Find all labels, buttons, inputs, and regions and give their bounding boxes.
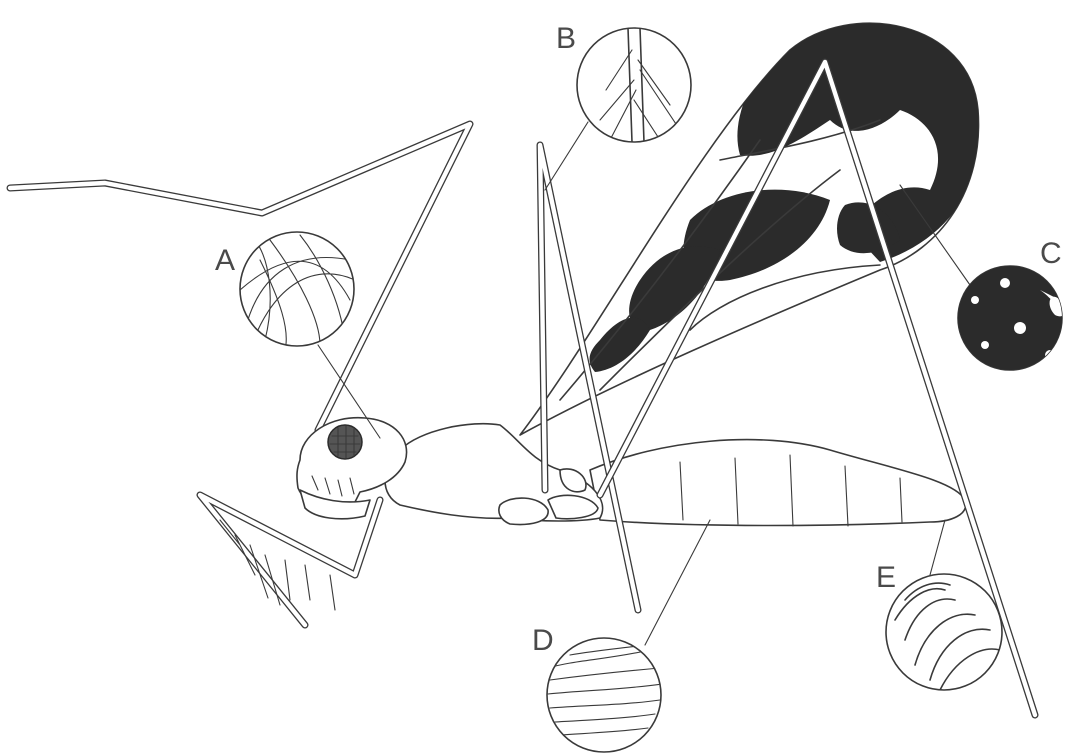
head xyxy=(297,418,407,519)
callout-c xyxy=(955,265,1065,375)
callout-a xyxy=(240,232,355,350)
callout-d xyxy=(547,638,662,752)
antenna xyxy=(10,124,470,430)
thorax xyxy=(385,424,603,525)
label-a: A xyxy=(215,244,235,277)
label-e: E xyxy=(876,561,896,594)
label-b: B xyxy=(556,22,576,55)
callout-b xyxy=(577,28,691,142)
compound-eye-icon xyxy=(328,425,362,459)
label-c: C xyxy=(1040,237,1062,270)
label-d: D xyxy=(532,624,554,657)
callout-e xyxy=(886,574,1002,690)
abdomen xyxy=(590,440,966,526)
